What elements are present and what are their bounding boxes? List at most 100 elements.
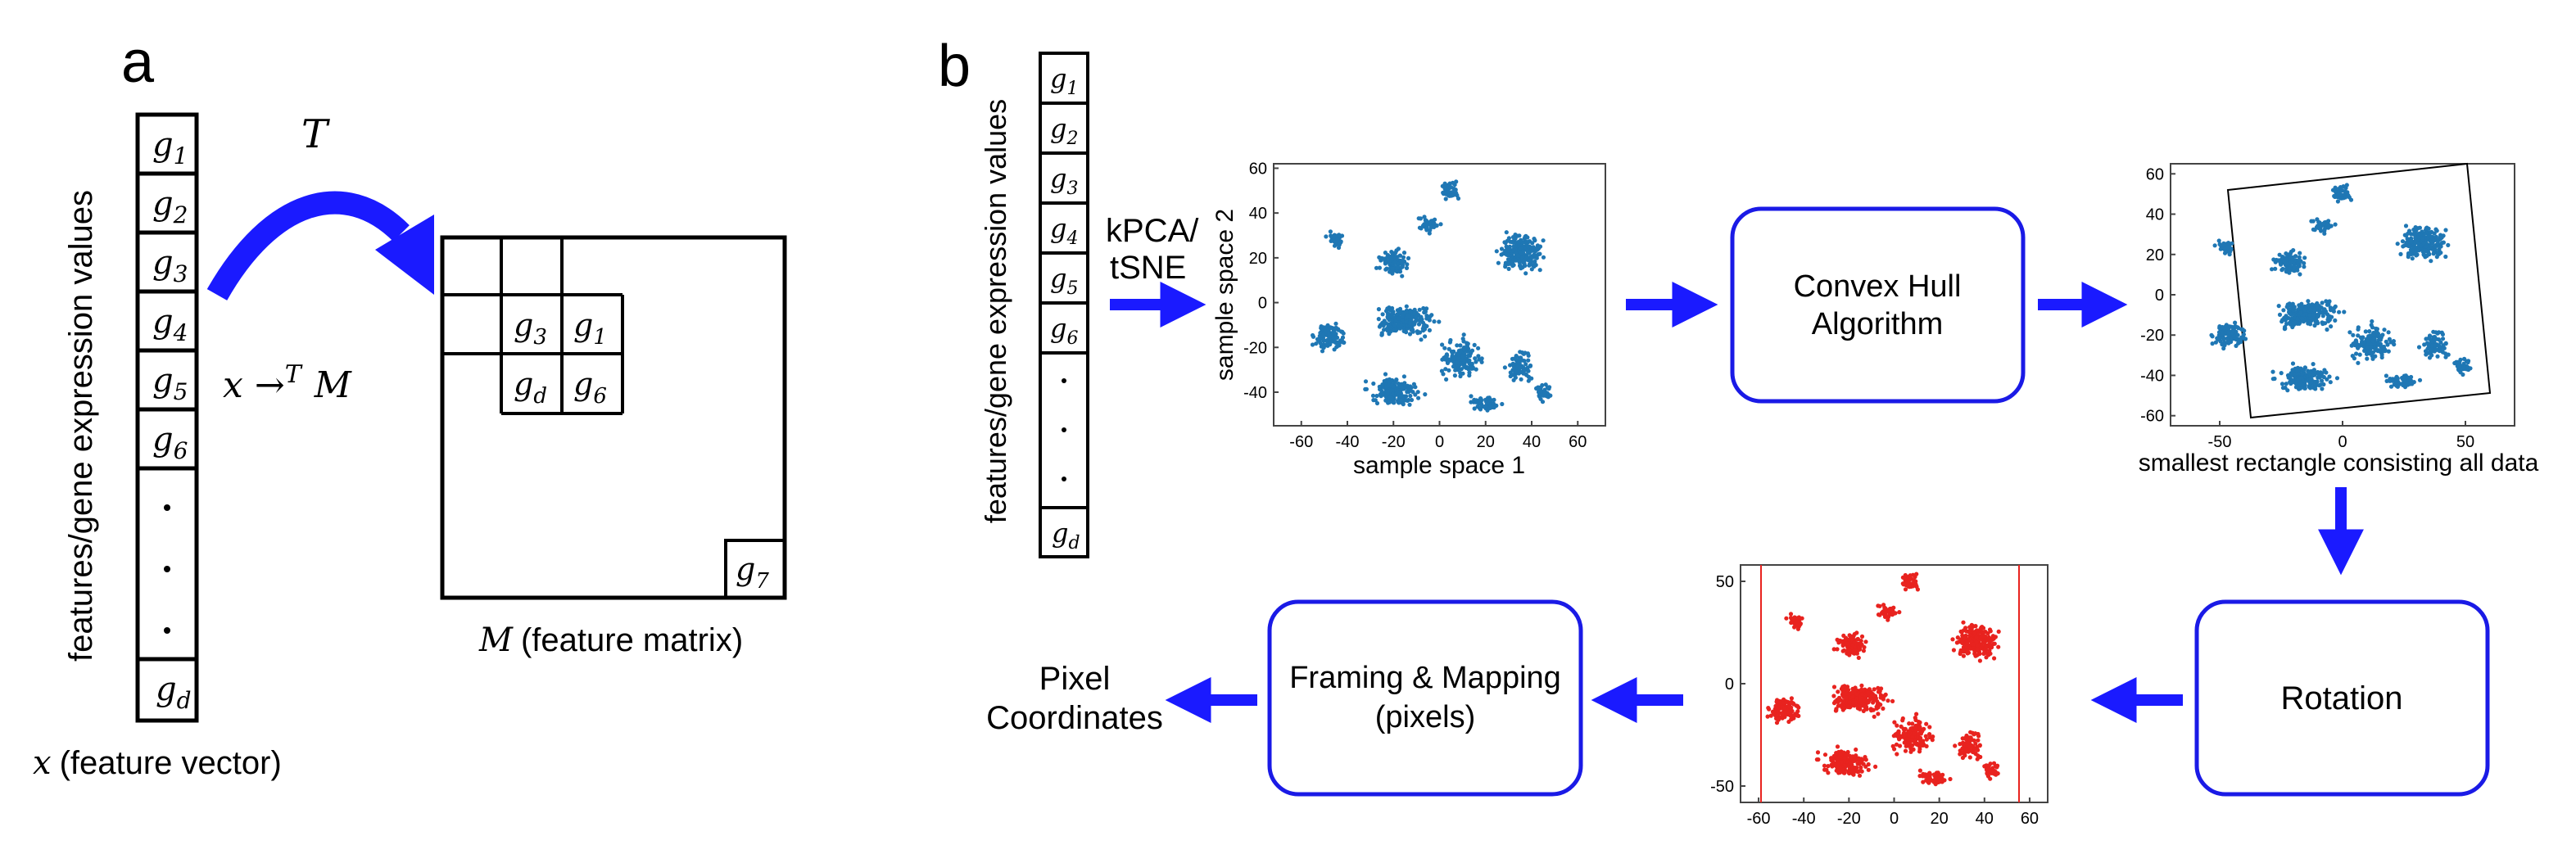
scatter-point [1972,630,1977,635]
scatter-point [1863,693,1868,698]
scatter-point [1924,737,1929,742]
x-tick-label: 50 [2456,433,2474,451]
ellipsis-dot [164,504,170,511]
scatter-point [1376,307,1381,312]
scatter-point [1981,639,1986,644]
scatter-point [2443,254,2448,260]
scatter-point [1870,707,1875,712]
scatter-point [1890,609,1895,614]
scatter-point [1404,330,1409,335]
scatter-point [1940,772,1945,777]
scatter-point [2306,303,2311,308]
scatter-point [2222,342,2227,347]
scatter-point [1844,752,1849,757]
scatter-point [1383,372,1388,377]
scatter-point [2370,319,2375,324]
scatter-point [1927,725,1932,730]
scatter-point [2299,301,2304,306]
transform-label: T [301,111,330,157]
y-tick-label: -20 [2140,327,2164,345]
scatter-point [1771,711,1776,716]
scatter-point [1896,735,1901,740]
scatter-point [2298,272,2302,277]
scatter-point [2408,247,2413,252]
scatter-point [2364,351,2370,356]
scatter-point [1314,341,1319,346]
scatter-point [1965,648,1970,653]
scatter-point [1895,731,1899,736]
scatter-point [1867,690,1872,695]
rotation-label: Rotation [2281,680,2403,716]
scatter-point [2285,388,2290,393]
scatter-point [2365,337,2370,341]
scatter-point [1537,268,1542,273]
scatter-point [1363,386,1368,391]
scatter-point [1917,725,1922,730]
x-tick-label: 60 [2021,810,2039,828]
scatter-point [2331,309,2336,314]
scatter-point [1831,694,1836,698]
scatter-point [1419,226,1424,231]
scatter-point [2393,379,2398,385]
scatter-point [2332,305,2337,310]
scatter-point [1467,353,1472,358]
scatter-point [2328,308,2334,313]
scatter-point [2289,260,2293,265]
scatter-point [1517,365,1523,370]
scatter-point [2311,362,2316,367]
scatter-point [1859,634,1865,639]
scatter-point [1831,701,1837,706]
scatter-point [1516,253,1521,258]
scatter-point [2429,347,2433,352]
scatter-point [1976,734,1981,739]
scatter-point [1777,716,1781,721]
scatter-point [2399,382,2404,386]
scatter-point [1320,349,1325,354]
scatter-point [1415,390,1420,395]
scatter-point [2302,386,2307,391]
scatter-point [1835,647,1840,652]
scatter-point [1388,329,1393,334]
scatter-point [1442,186,1447,191]
scatter-point [2342,310,2347,314]
scatter-point [1320,332,1325,338]
scatter3-yticks: 500-50 [1710,573,1745,796]
scatter-point [2279,261,2284,267]
scatter-point [1904,743,1908,748]
scatter-point [1324,339,1329,344]
scatter-point [1968,748,1973,753]
scatter-point [2233,320,2238,325]
scatter-point [1387,318,1392,323]
scatter-point [2348,197,2354,202]
scatter-point [1840,690,1846,695]
scatter-point [1988,629,1993,634]
scatter-point [1392,328,1397,333]
feature-vector-last-cell: gd [156,671,192,714]
panel-b-axis-label: features/gene expression values [979,99,1012,523]
scatter-point [1863,704,1867,709]
scatter-point [1906,737,1911,742]
scatter-point [1849,690,1854,695]
scatter-point [1400,264,1405,269]
y-tick-label: 0 [1725,675,1734,694]
scatter-point [1835,744,1840,749]
matrix-corner-cell [724,539,786,599]
scatter-point [2362,348,2367,353]
scatter-point [2465,364,2470,369]
scatter-point [2381,344,2386,350]
scatter-point [2276,304,2281,309]
scatter-point [1854,651,1859,656]
scatter-point [1857,647,1863,652]
scatter-point [1419,318,1424,323]
scatter-point [1458,373,1463,379]
scatter-point [1532,259,1537,264]
scatter-point [1503,248,1508,253]
scatter-point [2390,378,2395,383]
scatter-point [1858,703,1863,708]
scatter-point [1972,731,1977,736]
scatter-point [2226,241,2231,246]
scatter-point [1533,263,1538,268]
x-tick-label: -60 [1289,433,1313,451]
scatter-point [1908,746,1913,752]
scatter-point [1902,728,1907,733]
